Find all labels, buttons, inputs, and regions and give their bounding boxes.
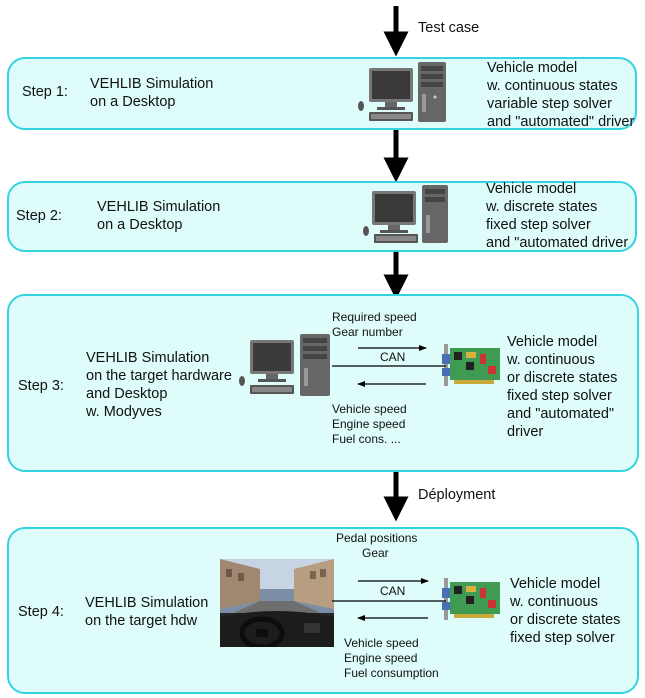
step-1-label: Step 1:: [22, 84, 68, 100]
driving-simulator-image: [220, 559, 334, 647]
desktop-computer-icon: [239, 334, 330, 396]
can-interface-card-icon: [442, 578, 500, 620]
step-3-label: Step 3:: [18, 378, 64, 394]
step-2-box: [7, 181, 637, 252]
step-4-label: Step 4:: [18, 604, 64, 620]
step-2-label: Step 2:: [16, 208, 62, 224]
can-interface-card-icon: [442, 344, 500, 386]
step-4-can-label: CAN: [380, 584, 406, 598]
desktop-computer-icon: [363, 185, 448, 243]
desktop-computer-icon: [358, 62, 446, 122]
test-case-label: Test case: [418, 20, 480, 36]
step-1-box: [7, 57, 637, 130]
deployment-label: Déployment: [418, 487, 496, 503]
step-3-can-label: CAN: [380, 350, 406, 364]
